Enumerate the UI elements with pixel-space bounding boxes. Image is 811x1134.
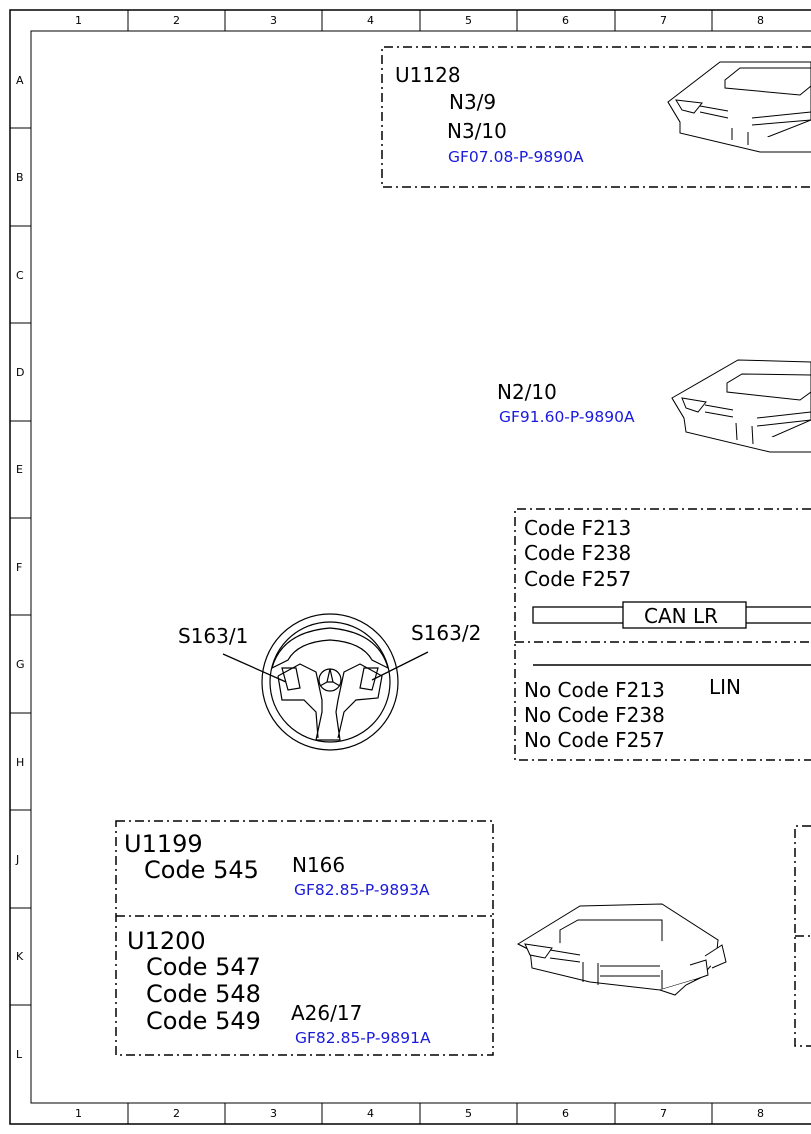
u1200-code-label: Code 547: [146, 953, 261, 981]
can-code-label: Code F257: [524, 567, 632, 591]
steering-wheel-drawing: [222, 613, 429, 751]
grid-column-label: 5: [465, 1107, 472, 1120]
u1128-reference-link[interactable]: GF07.08-P-9890A: [448, 148, 584, 166]
n166-label: N166: [292, 853, 346, 877]
grid-column-label: 8: [757, 14, 764, 27]
frame-u1199-u1200: [115, 820, 494, 1056]
grid-row-label: D: [16, 366, 25, 379]
n2-10-label: N2/10: [497, 380, 557, 404]
can-code-label: Code F213: [524, 516, 632, 540]
u1200-code-label: Code 548: [146, 980, 261, 1008]
u1200-title: U1200: [127, 927, 206, 955]
grid-column-label: 7: [660, 14, 667, 27]
grid-column-label: 2: [173, 1107, 180, 1120]
can-lr-bus-label: CAN LR: [644, 604, 719, 628]
u1199-code-label: Code 545: [144, 856, 259, 884]
grid-row-label: A: [16, 74, 24, 87]
u1199-reference-link[interactable]: GF82.85-P-9893A: [294, 881, 430, 899]
can-code-label: Code F238: [524, 541, 632, 565]
u1199-title: U1199: [124, 830, 203, 858]
grid-column-label: 1: [75, 14, 82, 27]
n3-9-label: N3/9: [449, 90, 497, 114]
grid-column-label: 4: [367, 14, 374, 27]
a26-17-label: A26/17: [291, 1001, 363, 1025]
no-code-label: No Code F213: [524, 678, 665, 702]
s163-1-label: S163/1: [178, 624, 249, 648]
frame-can: [514, 508, 811, 761]
control-unit-n166-drawing: [516, 903, 727, 996]
n2-10-reference-link[interactable]: GF91.60-P-9890A: [499, 408, 635, 426]
dash-frames: [115, 46, 811, 1056]
grid-row-label: J: [16, 853, 20, 866]
grid-column-label: 4: [367, 1107, 374, 1120]
can-bus-line: [532, 601, 811, 629]
u1200-reference-link[interactable]: GF82.85-P-9891A: [295, 1029, 431, 1047]
grid-column-label: 2: [173, 14, 180, 27]
control-unit-n3-drawing: [667, 61, 811, 153]
no-code-label: No Code F257: [524, 728, 665, 752]
lin-bus-label: LIN: [709, 675, 742, 699]
grid-row-label: K: [16, 950, 24, 963]
grid-row-label: B: [16, 171, 24, 184]
control-unit-n2-drawing: [671, 359, 811, 453]
grid-row-label: G: [16, 658, 25, 671]
grid-row-label: F: [16, 561, 23, 574]
u1128-title: U1128: [395, 63, 461, 87]
no-code-label: No Code F238: [524, 703, 665, 727]
grid-column-label: 3: [270, 14, 277, 27]
grid-column-label: 6: [562, 1107, 569, 1120]
grid-column-label: 3: [270, 1107, 277, 1120]
grid-column-label: 8: [757, 1107, 764, 1120]
grid-row-label: E: [16, 463, 23, 476]
u1200-code-label: Code 549: [146, 1007, 261, 1035]
grid-column-label: 5: [465, 14, 472, 27]
grid-column-label: 7: [660, 1107, 667, 1120]
frame-u1128: [381, 46, 811, 188]
grid-column-label: 1: [75, 1107, 82, 1120]
grid-row-label: C: [16, 269, 24, 282]
n3-10-label: N3/10: [447, 119, 507, 143]
frame-right-partial: [794, 825, 811, 1047]
sheet-border: [9, 9, 811, 1125]
grid-column-label: 6: [562, 14, 569, 27]
s163-2-label: S163/2: [411, 621, 482, 645]
grid-row-label: H: [16, 756, 25, 769]
grid-row-label: L: [16, 1048, 23, 1061]
